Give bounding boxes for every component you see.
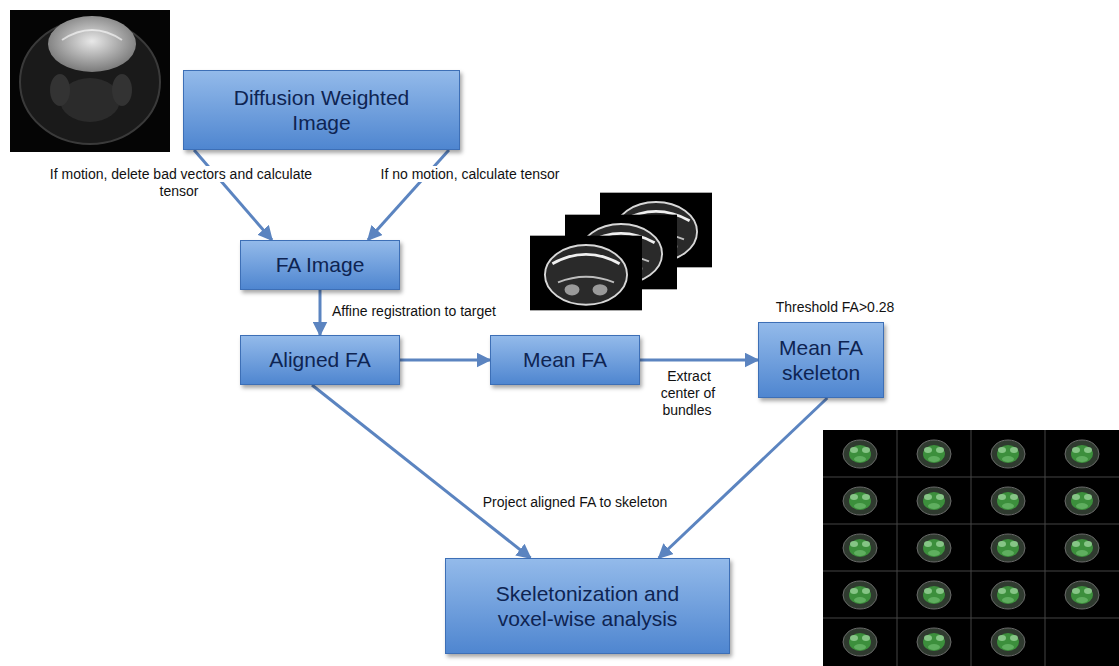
note-text: Threshold FA>0.28 (774, 299, 897, 315)
edge-label-text: If motion, delete bad vectors and calcul… (48, 166, 312, 199)
box-label: Skeletonization and voxel-wise analysis (473, 581, 703, 631)
box-label: Diffusion Weighted Image (217, 85, 427, 135)
flow-arrow (400, 359, 490, 362)
box-label: Mean FA skeleton (769, 335, 874, 385)
note-text: Project aligned FA to skeleton (481, 494, 669, 510)
process-box: Diffusion Weighted Image (183, 70, 460, 150)
flow-arrow (659, 398, 828, 558)
box-label: Mean FA (523, 347, 607, 372)
note-label: Threshold FA>0.28 (745, 299, 925, 316)
flow-arrow (319, 290, 322, 335)
process-box: FA Image (240, 240, 400, 290)
edge-label: If motion, delete bad vectors and calcul… (45, 166, 315, 200)
edge-label: Affine registration to target (330, 303, 530, 320)
flow-arrow (368, 150, 449, 240)
process-box: Aligned FA (240, 335, 400, 385)
flow-arrow (640, 359, 758, 362)
edge-label: If no motion, calculate tensor (330, 166, 610, 183)
edge-label-text: Affine registration to target (330, 303, 498, 319)
edge-label-text: If no motion, calculate tensor (379, 166, 562, 182)
flow-arrow (312, 385, 531, 558)
process-box: Mean FA (490, 335, 640, 385)
process-box: Skeletonization and voxel-wise analysis (445, 558, 730, 654)
flow-arrow (194, 150, 272, 240)
fa-slice-stack (530, 193, 712, 311)
box-label: FA Image (276, 252, 365, 277)
edge-label: Extract center of bundles (648, 368, 728, 418)
process-box: Mean FA skeleton (758, 322, 884, 398)
mri-image (10, 10, 170, 152)
box-label: Aligned FA (269, 347, 371, 372)
note-label: Project aligned FA to skeleton (425, 494, 725, 511)
edge-label-text: Extract center of bundles (661, 368, 715, 418)
skeleton-slice-grid (823, 430, 1119, 666)
